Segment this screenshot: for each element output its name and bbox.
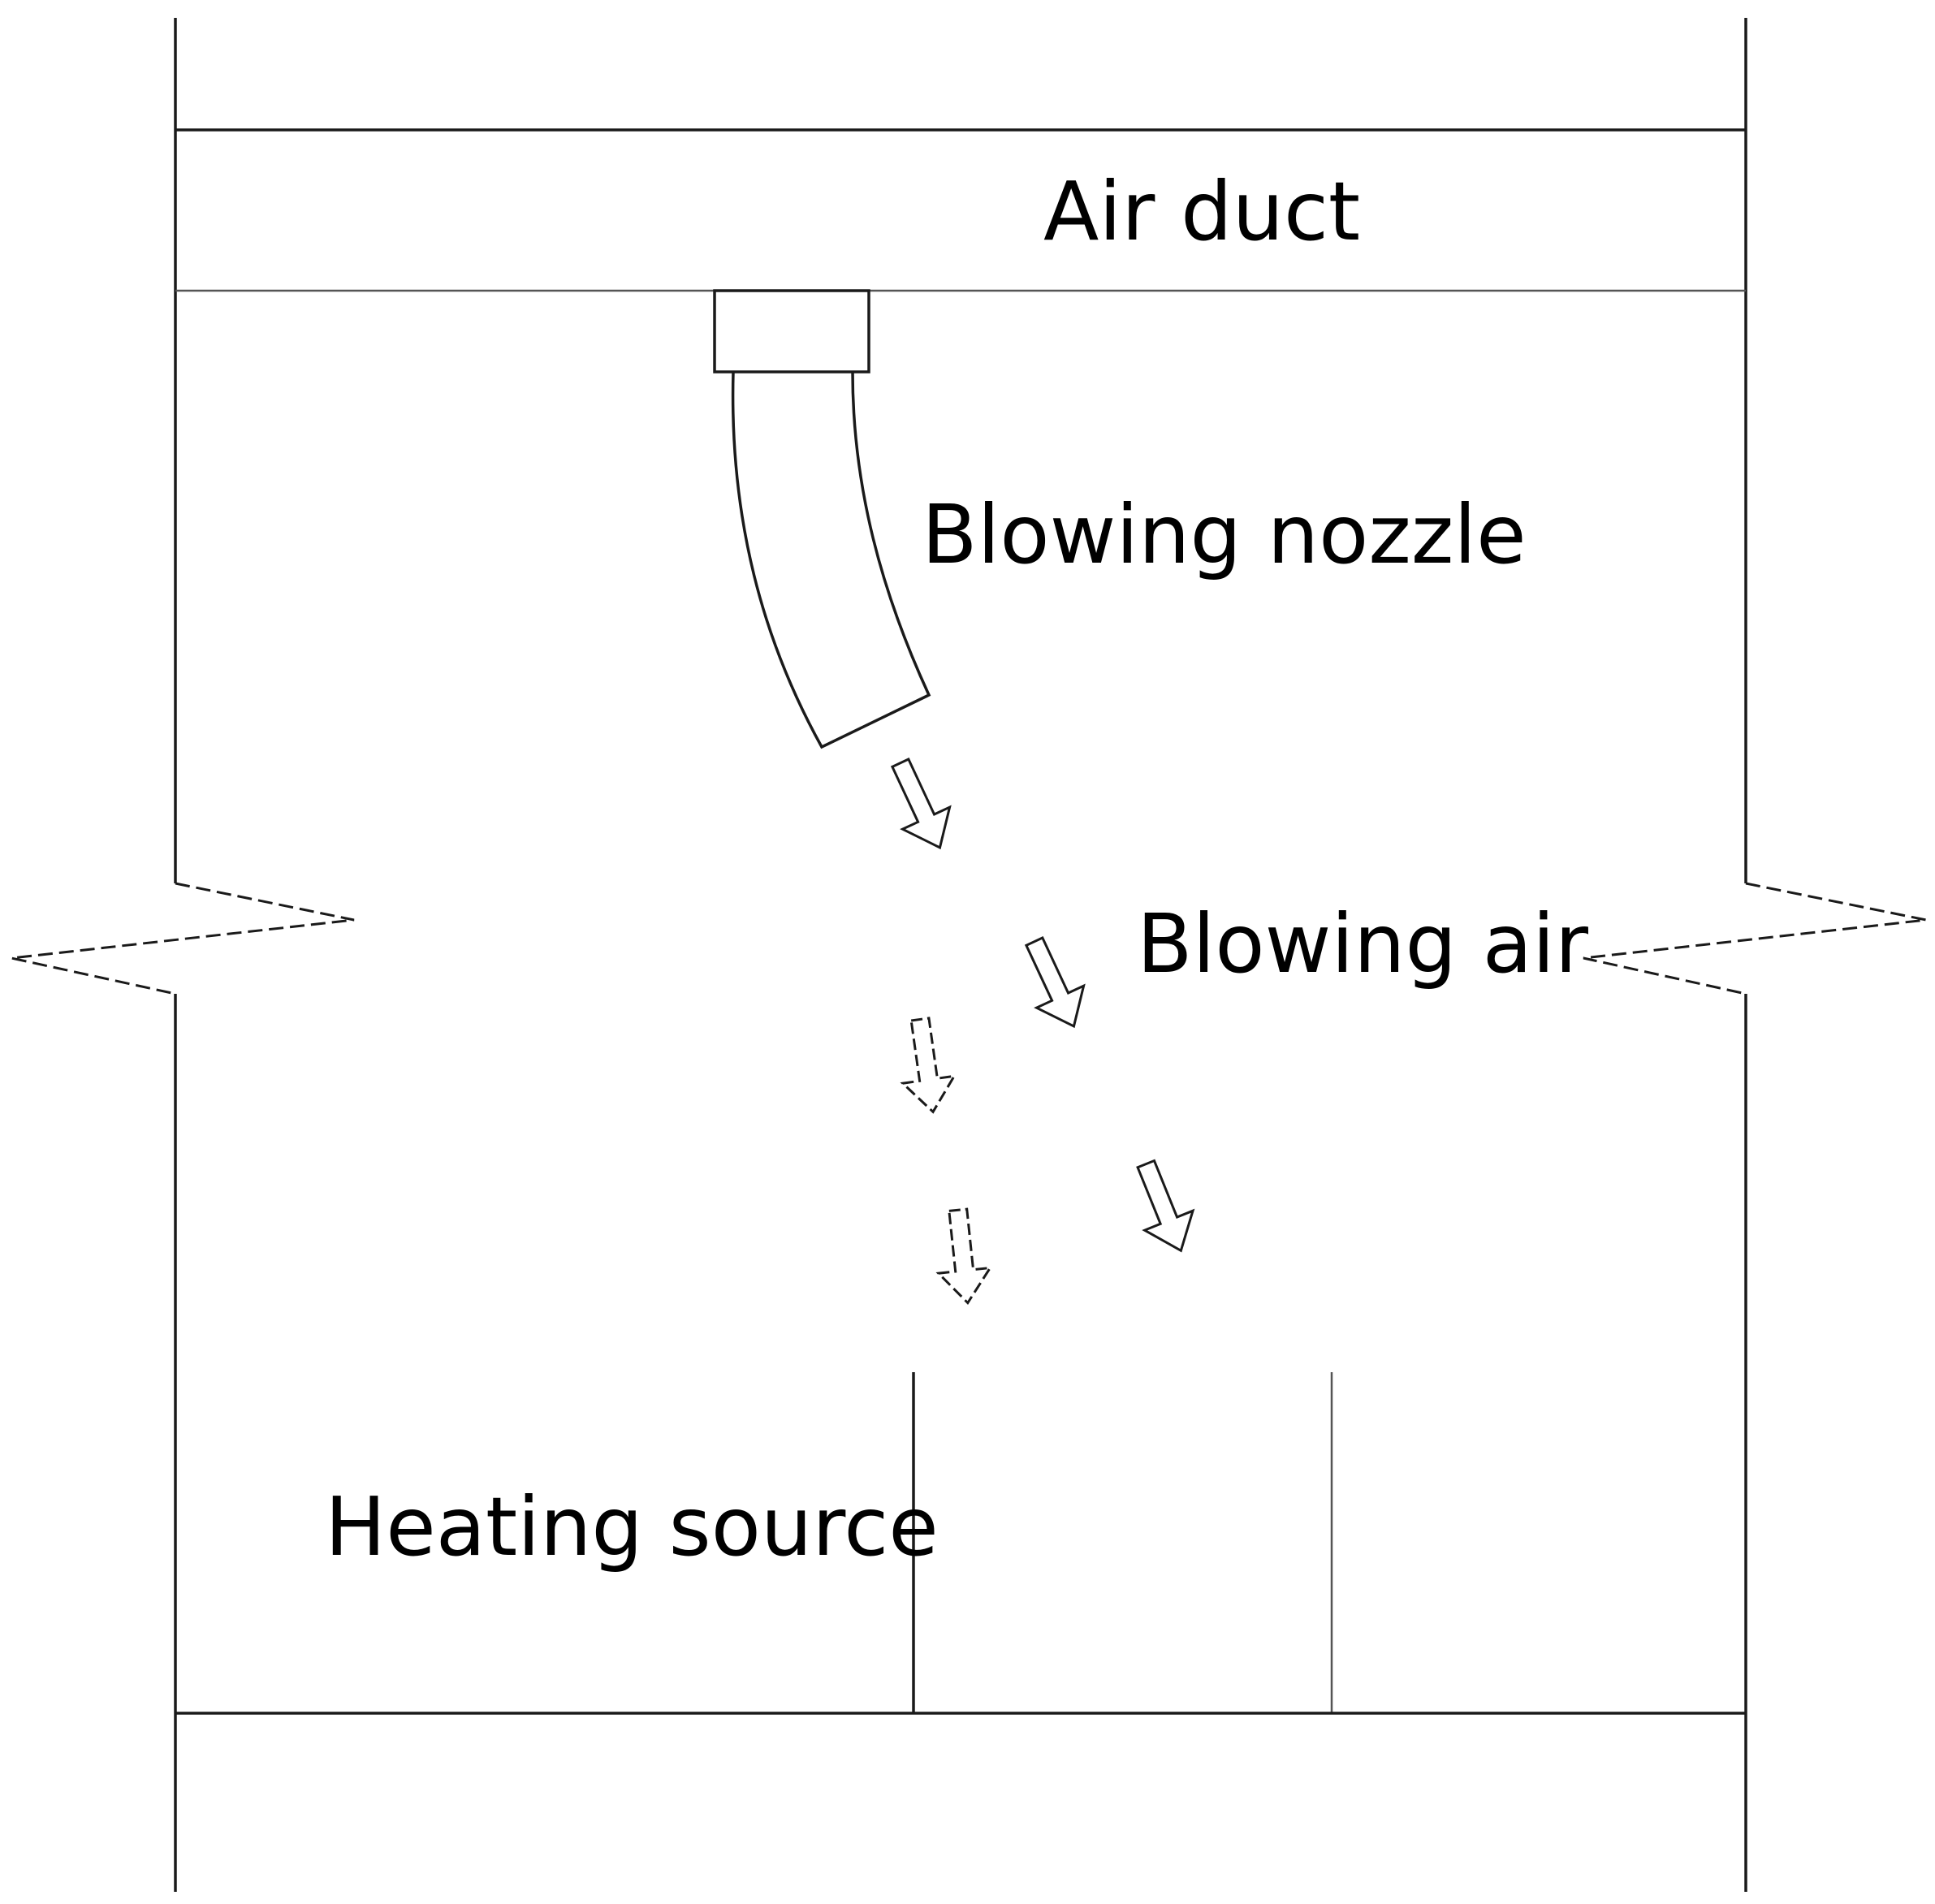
blowing-air-arrow [935,1207,993,1306]
air-duct-label: Air duct [1043,164,1360,259]
blowing-air-arrow [890,758,952,850]
heating-source-label: Heating source [325,1479,939,1574]
blowing-air-arrow [900,1017,957,1114]
blowing-air-arrow [1024,936,1086,1029]
blowing-nozzle [731,371,931,749]
left-break-line [11,882,355,995]
right-break-line [1583,882,1927,995]
nozzle-mount [713,289,870,373]
blowing-air-label: Blowing air [1137,896,1589,991]
blowing-nozzle-label: Blowing nozzle [922,487,1527,582]
blowing-air-arrow [1136,1159,1195,1253]
